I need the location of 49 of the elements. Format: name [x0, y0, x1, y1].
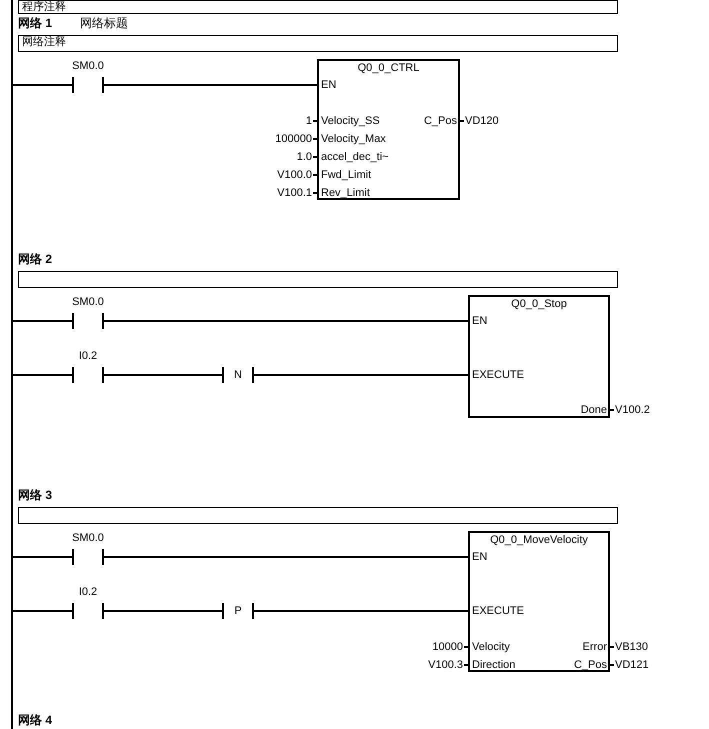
comment-box: 网络注释 [18, 35, 618, 52]
rung-wire [13, 556, 62, 558]
pin-name: EN [321, 78, 336, 92]
network-number: 网络 1 [18, 16, 52, 30]
block-title: Q0_0_Stop [510, 297, 568, 311]
pin-name: C_Pos [574, 658, 607, 672]
rung-wire [114, 84, 317, 86]
pin-name: Fwd_Limit [321, 168, 372, 182]
normally-open-contact: I0.2 [62, 350, 114, 384]
rung-wire [114, 320, 468, 322]
rung-wire [13, 84, 62, 86]
normally-open-contact: SM0.0 [62, 296, 114, 330]
pin-name: Error [582, 640, 607, 654]
pin-name: EXECUTE [472, 368, 524, 382]
function-block [468, 531, 610, 672]
rung-wire [13, 374, 62, 376]
network-title: 网络标题 [80, 16, 128, 30]
normally-open-contact: SM0.0 [62, 60, 114, 94]
network-number: 网络 2 [18, 252, 52, 266]
pin-name: Done [580, 403, 607, 417]
function-block [317, 59, 460, 200]
rung-wire [13, 610, 62, 612]
pin-name: EN [472, 314, 488, 328]
rung-wire [13, 320, 62, 322]
rung-wire [264, 374, 468, 376]
comment-box [18, 507, 618, 524]
function-block [468, 295, 610, 418]
pin-name: EXECUTE [472, 604, 524, 618]
network-number: 网络 3 [18, 488, 52, 502]
pin-name: Rev_Limit [321, 186, 370, 200]
normally-open-contact: SM0.0 [62, 532, 114, 566]
comment-box: 程序注释 [18, 0, 618, 14]
pin-name: Velocity [472, 640, 510, 654]
rung-wire [114, 556, 468, 558]
pin-name: C_Pos [424, 114, 457, 128]
comment-box [18, 271, 618, 288]
pin-name: accel_dec_ti~ [321, 150, 389, 164]
pin-name: EN [472, 550, 488, 564]
block-title: Q0_0_CTRL [356, 61, 420, 75]
rung-wire [264, 610, 468, 612]
edge-detect-contact: P [212, 602, 264, 620]
rung-wire [114, 374, 212, 376]
pin-name: Direction [472, 658, 516, 672]
rung-wire [114, 610, 212, 612]
pin-name: Velocity_SS [321, 114, 380, 128]
pin-name: Velocity_Max [321, 132, 386, 146]
edge-detect-contact: N [212, 366, 264, 384]
normally-open-contact: I0.2 [62, 586, 114, 620]
block-title: Q0_0_MoveVelocity [489, 533, 589, 547]
